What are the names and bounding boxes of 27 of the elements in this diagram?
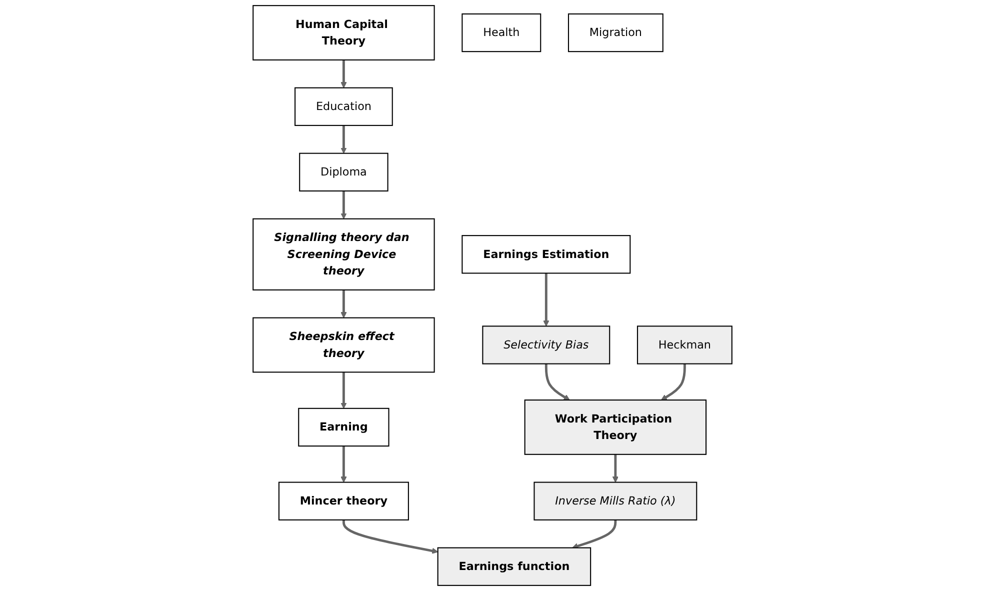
node-box: Earnings Estimation [462, 235, 631, 274]
node-box: Work Participation Theory [524, 400, 707, 455]
arrow [544, 364, 570, 400]
arrow [660, 364, 686, 400]
arrow [543, 273, 550, 326]
arrow [340, 446, 347, 483]
arrow [572, 520, 617, 549]
node-box: Diploma [299, 152, 388, 192]
arrow [340, 290, 347, 318]
node-box: Education [294, 87, 393, 126]
node-box: Earning [298, 408, 390, 447]
node-box: Sheepskin effect theory [252, 317, 435, 373]
node-box: Heckman [636, 326, 732, 364]
node-box: Earnings function [437, 547, 592, 586]
node-box: Selectivity Bias [482, 326, 610, 364]
node-box: Inverse Mills Ratio (λ) [534, 482, 698, 520]
arrow [340, 372, 347, 409]
node-box: Migration [568, 13, 664, 52]
node-box: Health [462, 13, 542, 52]
node-box: Human Capital Theory [252, 5, 435, 60]
node-box: Mincer theory [278, 482, 409, 520]
arrow [342, 520, 438, 554]
node-box: Signalling theory dan Screening Device theory [252, 218, 435, 290]
arrow [340, 125, 347, 154]
arrow [340, 60, 347, 88]
arrow [612, 454, 618, 483]
arrow [340, 190, 347, 220]
